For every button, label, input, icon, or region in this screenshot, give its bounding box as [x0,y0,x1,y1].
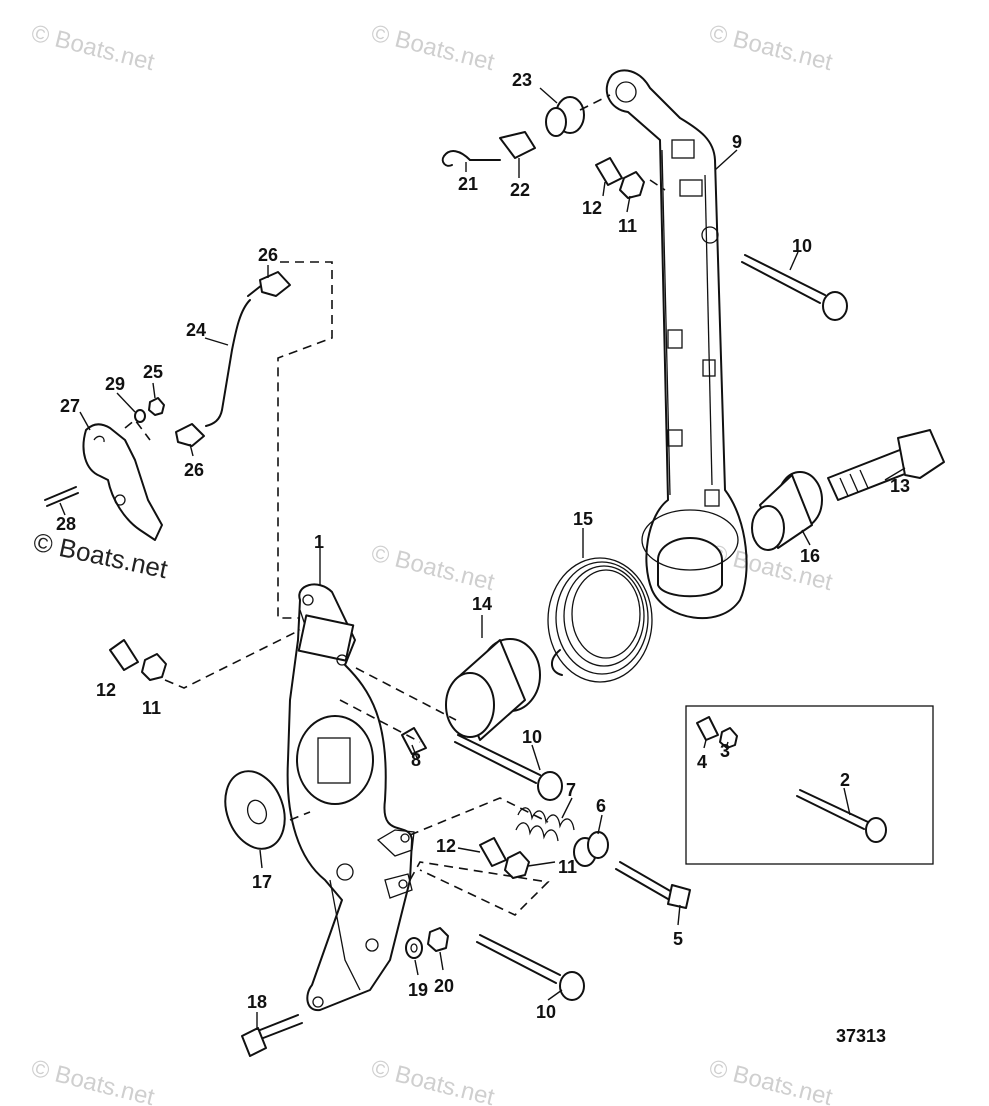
part-25-nut [148,397,165,416]
callout-12-left: 12 [96,680,116,700]
callout-10-upper: 10 [792,236,812,256]
part-10-bolt-lower [476,934,585,1001]
part-11-nut-lower [504,851,530,879]
callout-14: 14 [472,594,492,614]
callout-5: 5 [673,929,683,949]
callout-26-upper: 26 [258,245,278,265]
part-28-stud [44,486,79,507]
callout-24: 24 [186,320,206,340]
assembly-lines [124,94,666,916]
callout-19: 19 [408,980,428,1000]
callout-15: 15 [573,509,593,529]
callout-12-upper: 12 [582,198,602,218]
callout-6: 6 [596,796,606,816]
part-23-bushing [545,96,585,137]
callout-29: 29 [105,374,125,394]
part-9-lever-arm [605,69,748,620]
watermark: © Boats.net [707,20,836,77]
part-26-clip-upper [259,271,291,297]
part-22-clip [499,131,536,159]
part-1-bracket [286,583,415,1012]
diagram-id: 37313 [836,1026,886,1046]
callouts: 1 2 3 4 5 6 7 8 9 10 10 10 11 11 11 12 1… [56,70,910,1022]
callout-28: 28 [56,514,76,534]
callout-16: 16 [800,546,820,566]
part-10-bolt-middle [454,734,563,801]
part-15-spring [547,557,653,683]
part-18-bolt [241,1014,303,1057]
watermark: © Boats.net [369,20,498,77]
callout-17: 17 [252,872,272,892]
part-19-washer [405,937,423,959]
watermark: © Boats.net [369,540,498,597]
part-26-clip-lower [175,423,205,447]
part-2-screw [796,789,887,843]
part-13-bolt [827,429,945,501]
part-16-bushing [751,471,823,551]
callout-8: 8 [411,750,421,770]
part-17-washer [224,770,286,850]
callout-21: 21 [458,174,478,194]
inset-box [685,705,934,865]
callout-13: 13 [890,476,910,496]
part-6-roller [573,831,609,867]
callout-10-middle: 10 [522,727,542,747]
watermark: © Boats.net [707,1055,836,1106]
callout-4: 4 [697,752,707,772]
part-5-bolt [615,861,691,909]
callout-11-left: 11 [142,698,161,718]
callout-23: 23 [512,70,532,90]
callout-11-lower: 11 [558,857,577,877]
part-29-washer [134,409,146,423]
part-10-bolt-upper [741,254,848,321]
part-8-nut [401,727,427,755]
callout-9: 9 [732,132,742,152]
callout-2: 2 [840,770,850,790]
watermark: © Boats.net [29,20,158,77]
part-11-nut-upper [619,171,645,199]
part-14-bushing [445,638,541,741]
callout-20: 20 [434,976,454,996]
part-24-link-rod [205,284,263,427]
callout-26-lower: 26 [184,460,204,480]
part-7-spring [515,807,575,842]
callout-27: 27 [60,396,80,416]
callout-1: 1 [314,532,324,552]
part-12-nut-cap-upper [595,157,623,186]
callout-11-upper: 11 [618,216,637,236]
callout-3: 3 [720,741,730,761]
part-12-nut-cap-left [109,639,139,671]
callout-10-lower: 10 [536,1002,556,1022]
part-4-nut-cap [696,716,719,741]
part-21-link-rod [441,150,501,167]
leader-lines [59,87,906,1030]
watermark: © Boats.net [29,1055,158,1106]
part-11-nut-left [141,653,167,681]
callout-12-lower: 12 [436,836,456,856]
part-20-nut [427,927,449,952]
part-12-nut-cap-lower [479,837,507,867]
callout-22: 22 [510,180,530,200]
watermark-dark: © Boats.net [31,527,171,585]
callout-7: 7 [566,780,576,800]
watermark: © Boats.net [369,1055,498,1106]
part-3-nut [719,727,738,749]
callout-25: 25 [143,362,163,382]
callout-18: 18 [247,992,267,1012]
part-27-lever [82,423,163,541]
